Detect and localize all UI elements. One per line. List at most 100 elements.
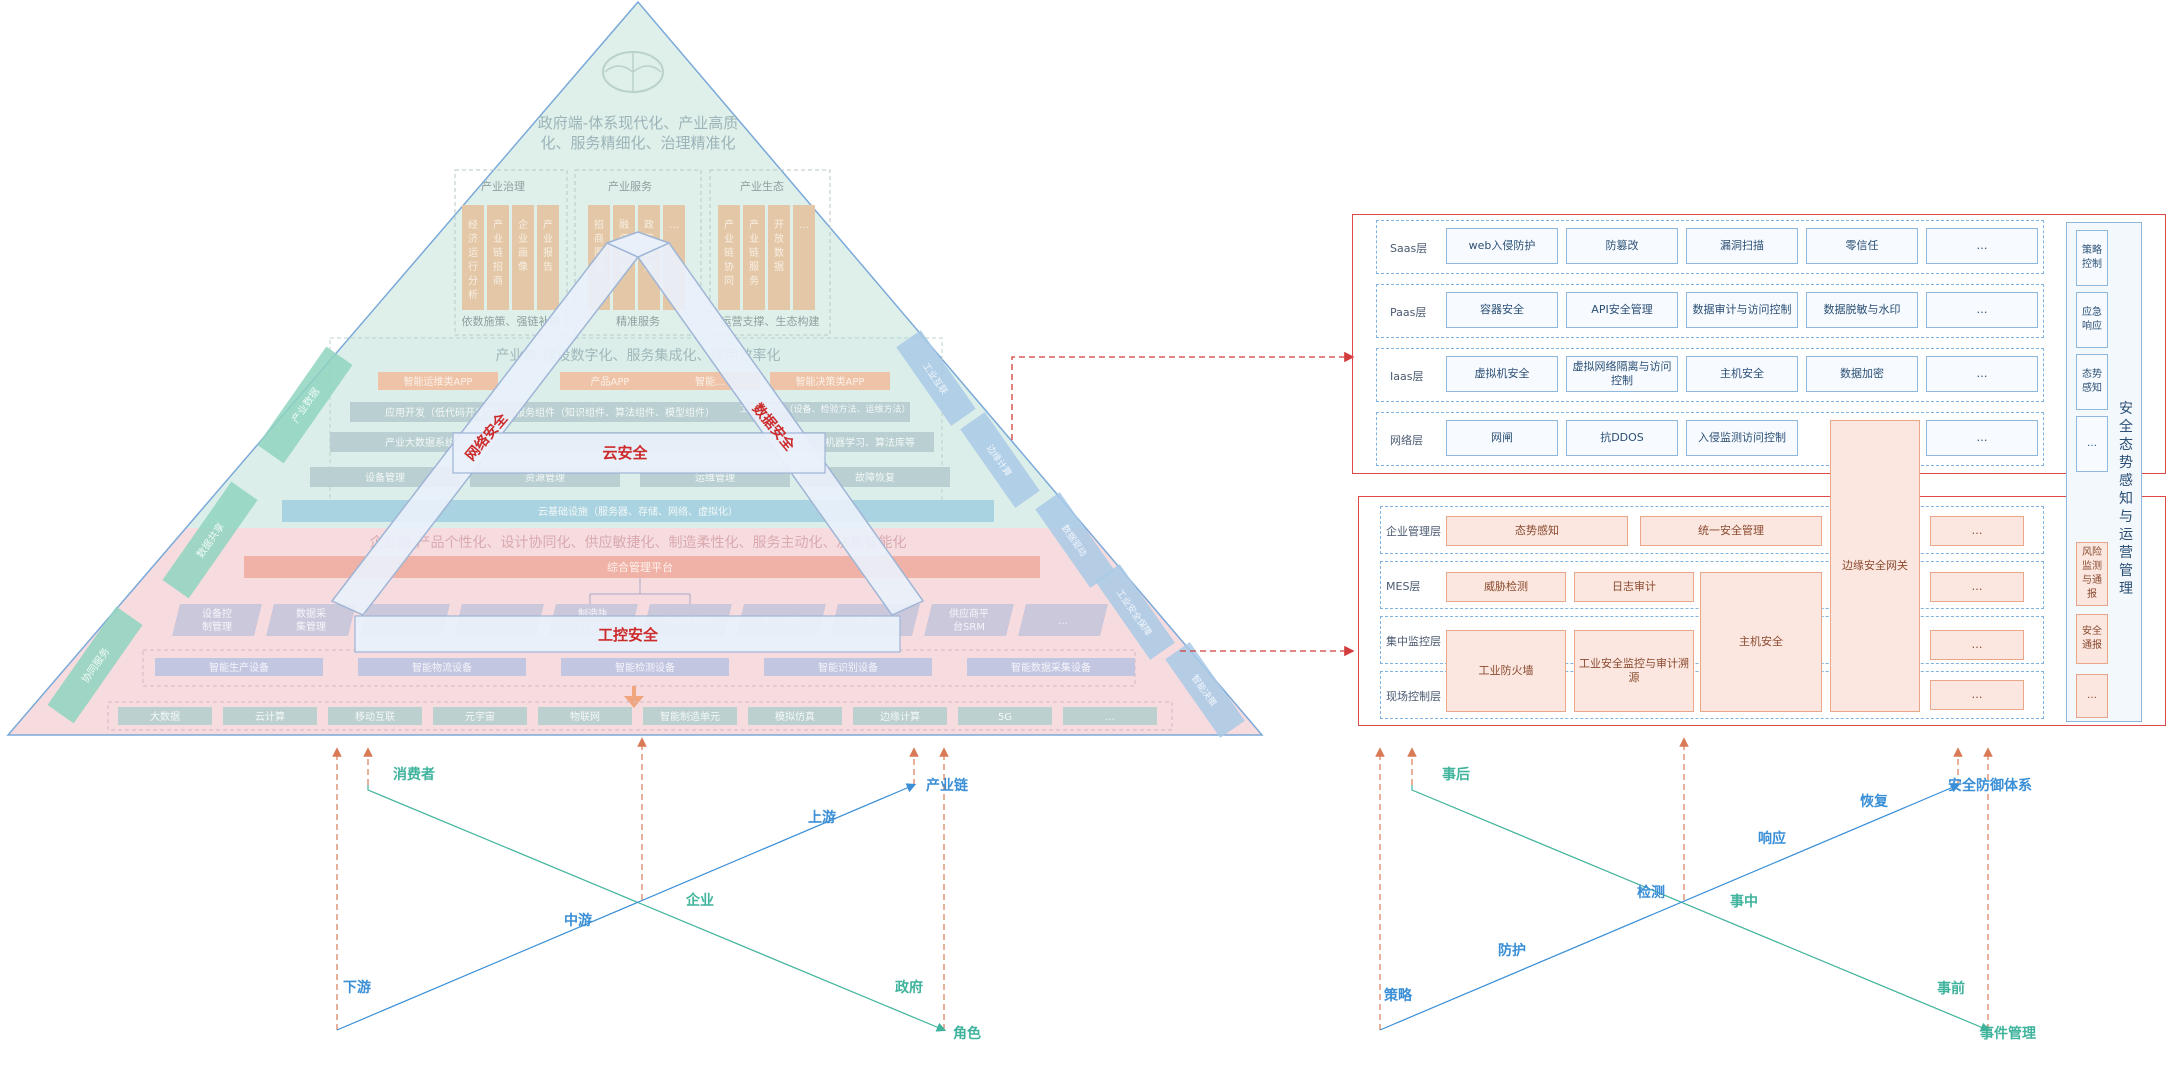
gov-column-char: 经	[468, 218, 478, 231]
label-industry-chain: 产业链	[926, 777, 969, 794]
gov-column-char: 运	[468, 247, 478, 259]
system-box	[266, 604, 356, 636]
right-tag-box	[960, 412, 1040, 508]
ot-cell: …	[1930, 680, 2024, 710]
cloud-cell: 数据审计与访问控制	[1686, 292, 1798, 328]
label-strategy: 策略	[1383, 987, 1413, 1004]
system-label: 设备控	[202, 607, 232, 620]
side-ot-item: 安全通报	[2076, 614, 2108, 664]
gov-column-char: 产	[749, 218, 759, 231]
tech-box	[328, 707, 422, 725]
device-box	[358, 658, 526, 676]
cloud-cell: 入侵监测访问控制	[1686, 420, 1798, 456]
gov-column-box	[487, 205, 509, 310]
tech-label: 大数据	[150, 710, 180, 723]
gov-column-char: 融	[619, 219, 629, 231]
industrial-security-bar	[354, 615, 901, 653]
device-label: 智能识别设备	[818, 661, 878, 674]
gov-column-char: 产	[543, 218, 553, 231]
tech-box	[958, 707, 1052, 725]
gov-column-char: 告	[543, 260, 553, 273]
tech-box	[118, 707, 212, 725]
gov-group-title: 产业治理	[481, 179, 525, 193]
mgmt-label: 运维管理	[695, 471, 735, 484]
label-defense-system: 安全防御体系	[1948, 777, 2032, 794]
gov-column-box	[537, 205, 559, 310]
gov-bottom-captions: 依数施策、强链补链精准服务运营支撑、生态构建	[462, 314, 820, 328]
system-box	[172, 604, 262, 636]
ot-row-label: 集中监控层	[1386, 635, 1441, 648]
cloud-cell: 漏洞扫描	[1686, 228, 1798, 264]
cloud-row-box	[1376, 412, 2044, 466]
label-enterprise: 企业	[685, 892, 714, 909]
label-after: 事后	[1442, 766, 1470, 783]
system-label: 制管理	[202, 620, 232, 633]
label-midstream: 中游	[564, 912, 592, 929]
gov-column-char: 链	[724, 246, 734, 259]
app-label: 产品APP	[591, 375, 630, 388]
ot-cell: …	[1930, 630, 2024, 660]
gov-column-box	[768, 205, 790, 310]
gov-column-char: 业	[724, 233, 734, 245]
gov-group-box-3	[709, 169, 831, 336]
ot-cell: 日志审计	[1574, 572, 1694, 602]
gov-column-char: 企	[518, 218, 528, 231]
tech-label: 5G	[998, 712, 1012, 723]
cloud-row-label: 网络层	[1390, 434, 1423, 447]
gov-column-char: 同	[724, 275, 734, 287]
side-cloud-item: 态势感知	[2076, 354, 2108, 410]
gov-column-box	[718, 205, 740, 310]
cloud-row-label: Paas层	[1390, 306, 1427, 319]
cloud-cell: 网闸	[1446, 420, 1558, 456]
gov-column-char: 业	[543, 233, 553, 245]
device-label: 智能检测设备	[615, 661, 675, 674]
cloud-cell: 虚拟网络隔离与访问控制	[1566, 356, 1678, 392]
gov-column-char: 链	[493, 246, 503, 259]
cloud-cell: …	[1926, 420, 2038, 456]
gov-column-char: 商	[594, 232, 604, 245]
platform-text: 综合管理平台	[607, 560, 673, 574]
ot-cell: 工业安全监控与审计溯源	[1574, 630, 1694, 712]
gov-column-char: 放	[774, 232, 784, 245]
gov-column-char: 开	[774, 220, 784, 231]
right-tag-box	[1165, 642, 1245, 738]
gov-column-char: 报	[543, 246, 553, 259]
blue-diagonal-left	[336, 783, 917, 1031]
enterprise-devices: 智能生产设备智能物流设备智能检测设备智能识别设备智能数据采集设备	[155, 658, 1135, 676]
platform-bar	[244, 556, 1040, 578]
mgmt-label: 资源管理	[525, 471, 565, 484]
gov-column-char: 产	[724, 218, 734, 231]
ot-cell: 威胁检测	[1446, 572, 1566, 602]
gov-bottom-caption: 依数施策、强链补链	[462, 314, 561, 328]
ot-row-label: 现场控制层	[1386, 690, 1441, 703]
device-label: 智能物流设备	[412, 661, 472, 674]
cloud-row-box	[1376, 284, 2044, 338]
gov-column-box	[512, 205, 534, 310]
tech-box	[643, 707, 737, 725]
gov-column-char: 业	[518, 233, 528, 245]
left-axes	[332, 737, 949, 1032]
side-ot-item: …	[2076, 674, 2108, 718]
cloud-security-panel	[1352, 214, 2166, 474]
cloud-cell: …	[1926, 356, 2038, 392]
tech-box	[748, 707, 842, 725]
label-role: 角色	[953, 1025, 981, 1042]
ot-cell: 统一安全管理	[1640, 516, 1822, 546]
apex-cap	[604, 231, 672, 258]
tech-box	[853, 707, 947, 725]
cloud-cell: API安全管理	[1566, 292, 1678, 328]
cloud-row-box	[1376, 220, 2044, 274]
gov-column-char: 服	[749, 261, 759, 273]
gov-column-char: 链	[749, 246, 759, 259]
ot-cell: …	[1930, 516, 2024, 546]
security-overlay	[330, 231, 925, 653]
tech-label: 模拟仿真	[775, 710, 815, 723]
cloud-cell: …	[1926, 228, 2038, 264]
device-label: 智能数据采集设备	[1011, 661, 1091, 674]
gov-bottom-caption: 运营支撑、生态构建	[721, 314, 820, 328]
bigdata-text: 产业大数据系统	[385, 436, 455, 449]
app-box	[378, 372, 498, 390]
gov-group-title: 产业服务	[608, 179, 652, 193]
ml-text: 机器学习、算法库等	[825, 436, 915, 449]
